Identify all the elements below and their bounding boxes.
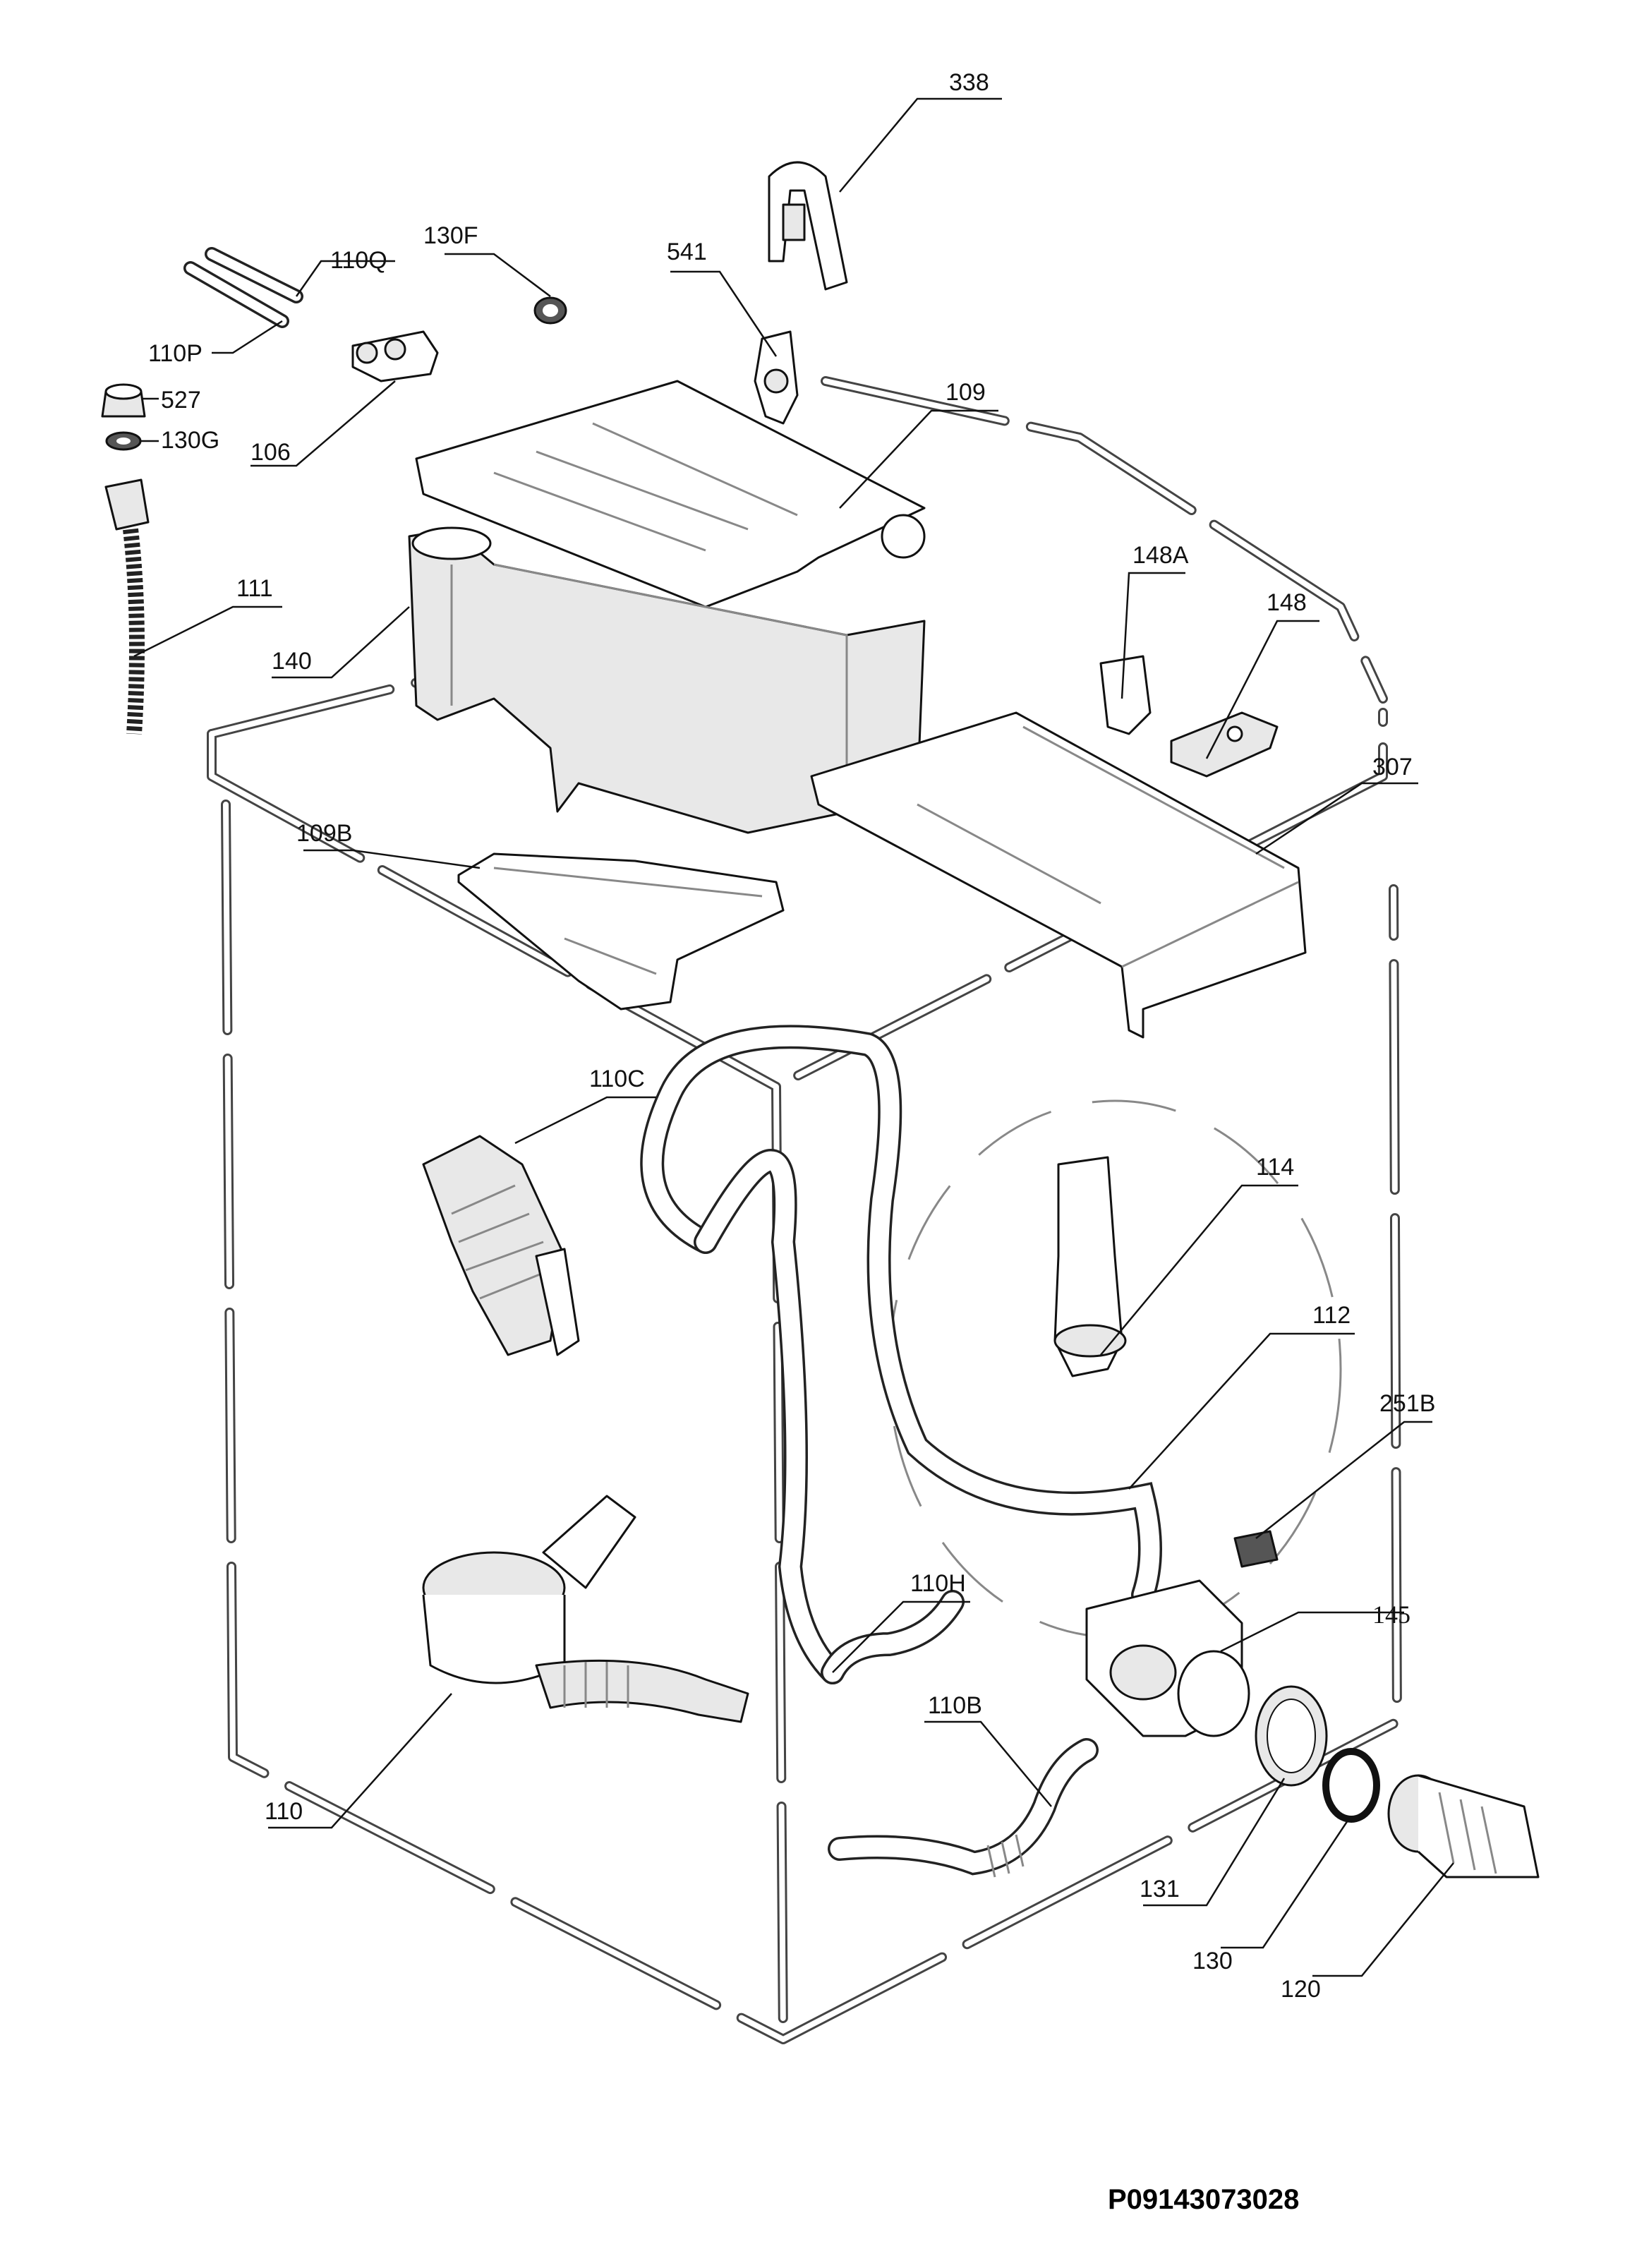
part-120-filter xyxy=(1387,1774,1540,1878)
part-338-clamp xyxy=(768,161,848,291)
label-112: 112 xyxy=(1312,1302,1351,1329)
label-527: 527 xyxy=(161,387,201,414)
part-110C-bellows xyxy=(422,1135,580,1356)
part-110B-drain-hose xyxy=(828,1738,1099,1878)
label-110: 110 xyxy=(265,1798,303,1825)
part-148A-hinge xyxy=(1099,655,1152,735)
label-130G: 130G xyxy=(161,427,219,454)
leader-lines xyxy=(133,97,1454,1977)
label-106: 106 xyxy=(250,439,291,466)
label-307: 307 xyxy=(1372,754,1413,780)
label-541: 541 xyxy=(667,239,707,265)
part-251B-grommet xyxy=(1233,1530,1279,1568)
label-120: 120 xyxy=(1281,1976,1321,2003)
label-130: 130 xyxy=(1192,1948,1233,1974)
document-id: P09143073028 xyxy=(1108,2184,1299,2215)
part-109B-channel xyxy=(457,852,785,1011)
part-130-o-ring xyxy=(1322,1748,1380,1823)
label-110Q: 110Q xyxy=(330,247,387,274)
part-307-detergent-drawer xyxy=(810,711,1307,1039)
part-527-nut xyxy=(101,383,146,418)
part-148-handle xyxy=(1170,711,1279,778)
label-145: 145 xyxy=(1372,1600,1411,1629)
cabinet-outline xyxy=(207,376,1402,2044)
label-338: 338 xyxy=(949,69,989,96)
part-131-seal xyxy=(1255,1685,1328,1787)
label-130F: 130F xyxy=(423,222,478,249)
part-130F-seal xyxy=(533,296,567,325)
part-110H-hose xyxy=(694,1149,965,1684)
label-114: 114 xyxy=(1256,1154,1294,1181)
part-110P-hose xyxy=(183,261,289,328)
label-109: 109 xyxy=(946,379,986,406)
label-148A: 148A xyxy=(1132,542,1189,569)
part-145-pump-housing xyxy=(1085,1579,1250,1737)
label-131: 131 xyxy=(1140,1876,1180,1902)
part-112-drain-hose xyxy=(640,1025,1162,1607)
label-110P: 110P xyxy=(148,340,203,367)
label-140: 140 xyxy=(272,648,312,675)
label-110C: 110C xyxy=(589,1066,645,1092)
part-130G-washer xyxy=(105,431,142,451)
part-140-dispenser-housing xyxy=(408,526,926,834)
part-110-sump xyxy=(422,1495,749,1723)
part-111-inlet-hose xyxy=(104,478,150,735)
label-111: 111 xyxy=(236,575,273,602)
label-110H: 110H xyxy=(910,1570,966,1597)
part-labels: 338 110Q 130F 541 110P 527 130G 106 109 … xyxy=(148,69,1435,2003)
label-148: 148 xyxy=(1267,589,1307,616)
part-114-pressure-chamber xyxy=(1053,1156,1127,1377)
part-106-valve xyxy=(351,330,439,382)
part-109-dispenser-cover xyxy=(415,380,926,608)
label-109B: 109B xyxy=(296,820,352,847)
label-251B: 251B xyxy=(1379,1390,1435,1417)
part-541-clip xyxy=(754,330,799,425)
label-110B: 110B xyxy=(928,1692,982,1719)
part-110Q-hose xyxy=(205,247,303,303)
